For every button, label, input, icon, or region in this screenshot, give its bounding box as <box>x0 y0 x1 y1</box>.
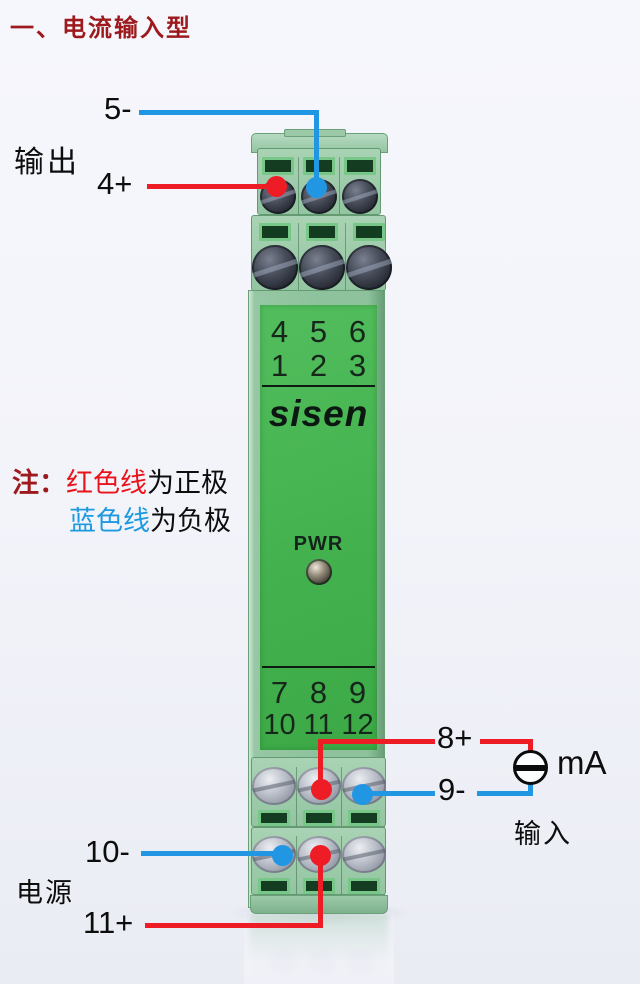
terminal-10-connection-dot <box>272 845 293 866</box>
wire-slot <box>258 809 290 826</box>
wire-slot <box>353 223 385 241</box>
terminal-number: 4 <box>270 314 289 349</box>
terminal-number: 5 <box>309 314 328 349</box>
note-line-2: 蓝色线为负极 <box>69 502 231 540</box>
terminal-8-connection-dot <box>311 779 332 800</box>
terminal-number: 9 <box>348 675 367 710</box>
wire-slot <box>262 157 294 175</box>
output-group-label: 输出 <box>14 146 80 179</box>
input-positive-wire-h2 <box>480 739 533 744</box>
pwr-label: PWR <box>293 533 344 555</box>
note-red-wire-term: 红色线 <box>66 468 147 498</box>
terminal-screw <box>342 836 386 873</box>
terminal-number: 6 <box>348 314 367 349</box>
input-positive-wire-h1 <box>318 739 435 744</box>
power-positive-wire-h <box>145 923 323 928</box>
input-positive-label: 8+ <box>437 720 473 755</box>
note-prefix: 注： <box>12 468 66 498</box>
note-red-wire-desc: 为正极 <box>147 468 228 498</box>
terminal-number: 7 <box>270 675 289 710</box>
panel-divider <box>262 385 375 387</box>
terminal-10-cell <box>252 836 296 894</box>
output-positive-wire-h <box>147 184 271 189</box>
terminal-5-connection-dot <box>306 177 327 198</box>
note-blue-wire-term: 蓝色线 <box>69 506 150 536</box>
terminal-number-row-101112: 10 11 12 <box>260 708 377 742</box>
terminal-1-cell <box>252 223 298 290</box>
note-line-1: 注：红色线为正极 <box>12 464 231 502</box>
output-negative-wire-h <box>139 110 319 115</box>
terminal-number: 10 <box>263 709 296 741</box>
output-positive-label: 4+ <box>97 166 133 201</box>
input-group-label: 输入 <box>514 819 572 849</box>
input-negative-label: 9- <box>438 772 466 807</box>
terminal-screw <box>342 178 378 214</box>
power-negative-label: 10- <box>85 834 130 869</box>
terminal-4-connection-dot <box>266 176 287 197</box>
input-negative-wire-h1 <box>368 791 435 796</box>
terminal-screw <box>252 244 298 290</box>
wire-slot <box>306 223 338 241</box>
wire-slot <box>259 223 291 241</box>
terminal-number: 12 <box>341 709 374 741</box>
power-positive-wire-v <box>318 853 323 928</box>
terminal-3-cell <box>345 223 392 290</box>
output-terminal-block-lower <box>251 215 392 291</box>
terminal-screw <box>252 767 296 805</box>
terminal-number-row-789: 7 8 9 <box>260 676 377 710</box>
power-negative-wire-h <box>141 851 284 856</box>
terminal-11-connection-dot <box>310 845 331 866</box>
terminal-7-cell <box>252 767 296 826</box>
current-source-symbol <box>513 750 548 785</box>
terminal-2-cell <box>298 223 345 290</box>
power-group-label: 电源 <box>16 878 74 908</box>
output-negative-wire-v <box>314 110 319 188</box>
milliamp-unit-label: mA <box>557 744 607 781</box>
page-title: 一、电流输入型 <box>10 16 192 42</box>
wire-slot <box>344 157 376 175</box>
panel-divider <box>262 666 375 668</box>
input-positive-wire-drop <box>528 739 533 752</box>
terminal-12-cell <box>341 836 386 894</box>
terminal-number-row-456: 4 5 6 <box>260 315 377 349</box>
input-negative-wire-h2 <box>477 791 533 796</box>
wire-slot <box>348 877 380 894</box>
polarity-note: 注：红色线为正极 蓝色线为负极 <box>12 464 231 540</box>
wire-slot <box>303 157 335 175</box>
wire-slot <box>303 809 335 826</box>
terminal-number-row-123: 1 2 3 <box>260 349 377 383</box>
terminal-screw <box>299 244 345 290</box>
power-led-indicator <box>306 559 332 585</box>
brand-label: sisen <box>268 393 369 434</box>
terminal-number: 11 <box>303 709 334 741</box>
note-blue-wire-desc: 为负极 <box>150 506 231 536</box>
terminal-screw <box>346 244 392 290</box>
device-label-panel: 4 5 6 1 2 3 sisen PWR 7 8 9 10 11 12 <box>260 305 377 750</box>
input-positive-wire-v <box>318 741 323 791</box>
wire-slot <box>348 809 380 826</box>
power-positive-label: 11+ <box>83 905 134 940</box>
terminal-number: 3 <box>348 348 367 383</box>
terminal-6-cell <box>339 157 380 214</box>
output-negative-label: 5- <box>104 91 132 126</box>
input-negative-wire-rise <box>528 783 533 793</box>
wire-slot <box>258 877 290 894</box>
terminal-number: 8 <box>309 675 328 710</box>
terminal-number: 1 <box>270 348 289 383</box>
terminal-number: 2 <box>309 348 328 383</box>
terminal-9-connection-dot <box>352 784 373 805</box>
